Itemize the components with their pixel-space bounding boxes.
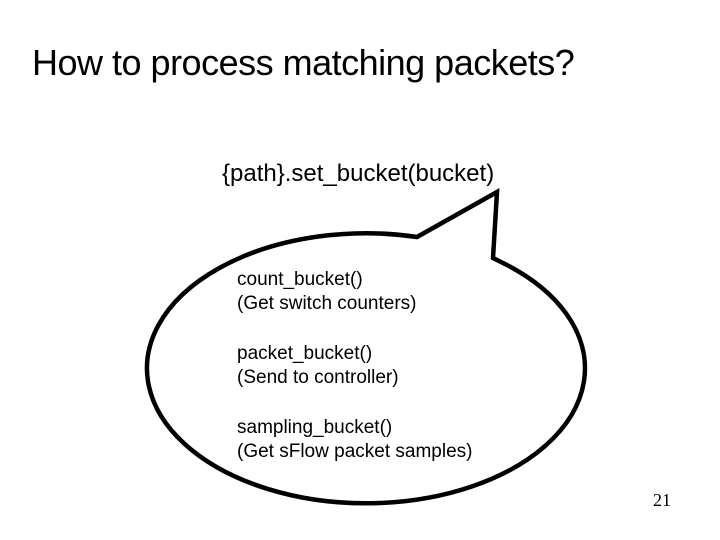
- bucket-group-sampling: sampling_bucket() (Get sFlow packet samp…: [237, 416, 472, 464]
- bucket-function-description: (Send to controller): [237, 367, 399, 388]
- bucket-function-description: (Get sFlow packet samples): [237, 441, 473, 462]
- code-annotation: {path}.set_bucket(bucket): [222, 160, 495, 187]
- bucket-group-count: count_bucket() (Get switch counters): [237, 268, 472, 316]
- bucket-function-name: sampling_bucket(): [237, 417, 393, 438]
- bucket-function-name: packet_bucket(): [237, 343, 373, 364]
- bucket-group-packet: packet_bucket() (Send to controller): [237, 342, 472, 390]
- speech-bubble-outline: [144, 188, 588, 506]
- page-title: How to process matching packets?: [32, 42, 575, 83]
- bubble-text-block: count_bucket() (Get switch counters) pac…: [237, 268, 472, 464]
- bucket-function-name: count_bucket(): [237, 269, 363, 290]
- page-number: 21: [653, 490, 671, 510]
- bucket-function-description: (Get switch counters): [237, 293, 417, 314]
